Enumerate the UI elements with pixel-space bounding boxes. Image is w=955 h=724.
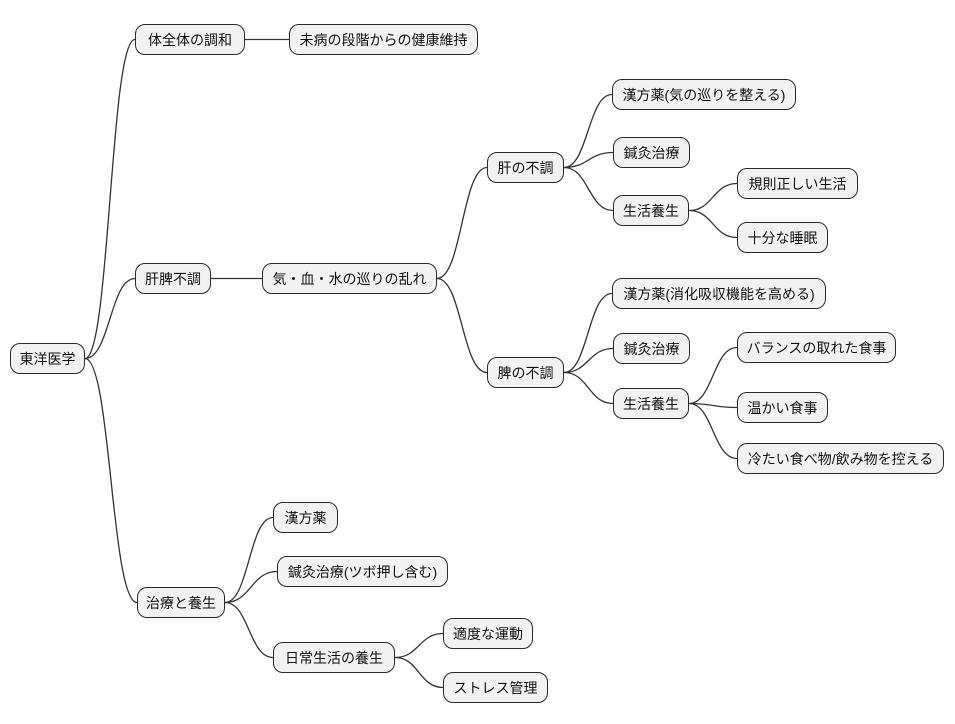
edge-chiryo-to-nichijo [224,601,274,659]
edge-hi-to-hi-kanpo [563,292,613,374]
edge-nichijo-to-stress [394,656,444,689]
edge-kan-to-kan-kanpo [563,93,613,169]
edge-chiryo-to-c-shinkyu [224,570,278,604]
edge-hi-to-hi-shinkyu [563,347,614,374]
node-liver-acupuncture: 鍼灸治療 [613,137,690,168]
edge-root-to-chiryo [84,357,138,604]
edge-hi-seikatsu-to-tsumetai [688,402,738,460]
node-balanced-diet: バランスの取れた食事 [737,332,896,363]
node-spleen-acupuncture: 鍼灸治療 [613,333,690,364]
node-whole-body-harmony: 体全体の調和 [135,24,245,55]
node-regular-life: 規則正しい生活 [737,168,858,199]
node-treatment-and-care: 治療と養生 [137,587,225,618]
node-root: 東洋医学 [10,343,85,374]
node-liver-disorder: 肝の不調 [487,152,564,183]
edge-kan-to-kan-shinkyu [563,151,614,169]
node-enough-sleep: 十分な睡眠 [737,222,828,253]
node-spleen-kampo: 漢方薬(消化吸収機能を高める) [612,278,826,309]
node-kampo-medicine: 漢方薬 [273,502,338,533]
node-liver-lifestyle-care: 生活養生 [613,195,689,226]
node-preclinical-health: 未病の段階からの健康維持 [289,24,478,55]
edge-hi-seikatsu-to-balance [688,346,738,405]
node-liver-kampo: 漢方薬(気の巡りを整える) [612,79,796,110]
edge-kan-seikatsu-to-kisoku [688,182,738,212]
node-acupuncture-acupressure: 鍼灸治療(ツボ押し含む) [277,556,448,587]
edge-root-to-harmony [84,38,136,360]
node-warm-meals: 温かい食事 [737,392,828,423]
node-stress-management: ストレス管理 [443,672,548,703]
edge-nichijo-to-undo [394,632,444,659]
edge-root-to-kanpi [84,277,136,360]
edge-hi-to-hi-seikatsu [563,371,614,405]
edge-chiryo-to-c-kanpo [224,516,274,604]
edge-kan-to-kan-seikatsu [563,166,614,212]
edge-hi-seikatsu-to-atatakai [688,402,738,409]
node-moderate-exercise: 適度な運動 [443,618,533,649]
node-avoid-cold-food-drink: 冷たい食べ物/飲み物を控える [737,443,944,474]
node-spleen-lifestyle-care: 生活養生 [613,388,689,419]
node-liver-spleen-disorder: 肝脾不調 [135,263,211,294]
edge-meguri-to-hi [436,277,488,374]
node-qi-blood-water-disturbance: 気・血・水の巡りの乱れ [262,263,437,294]
node-spleen-disorder: 脾の不調 [487,357,564,388]
edge-kan-seikatsu-to-suimin [688,209,738,239]
edge-meguri-to-kan [436,166,488,280]
node-daily-life-care: 日常生活の養生 [273,642,395,673]
